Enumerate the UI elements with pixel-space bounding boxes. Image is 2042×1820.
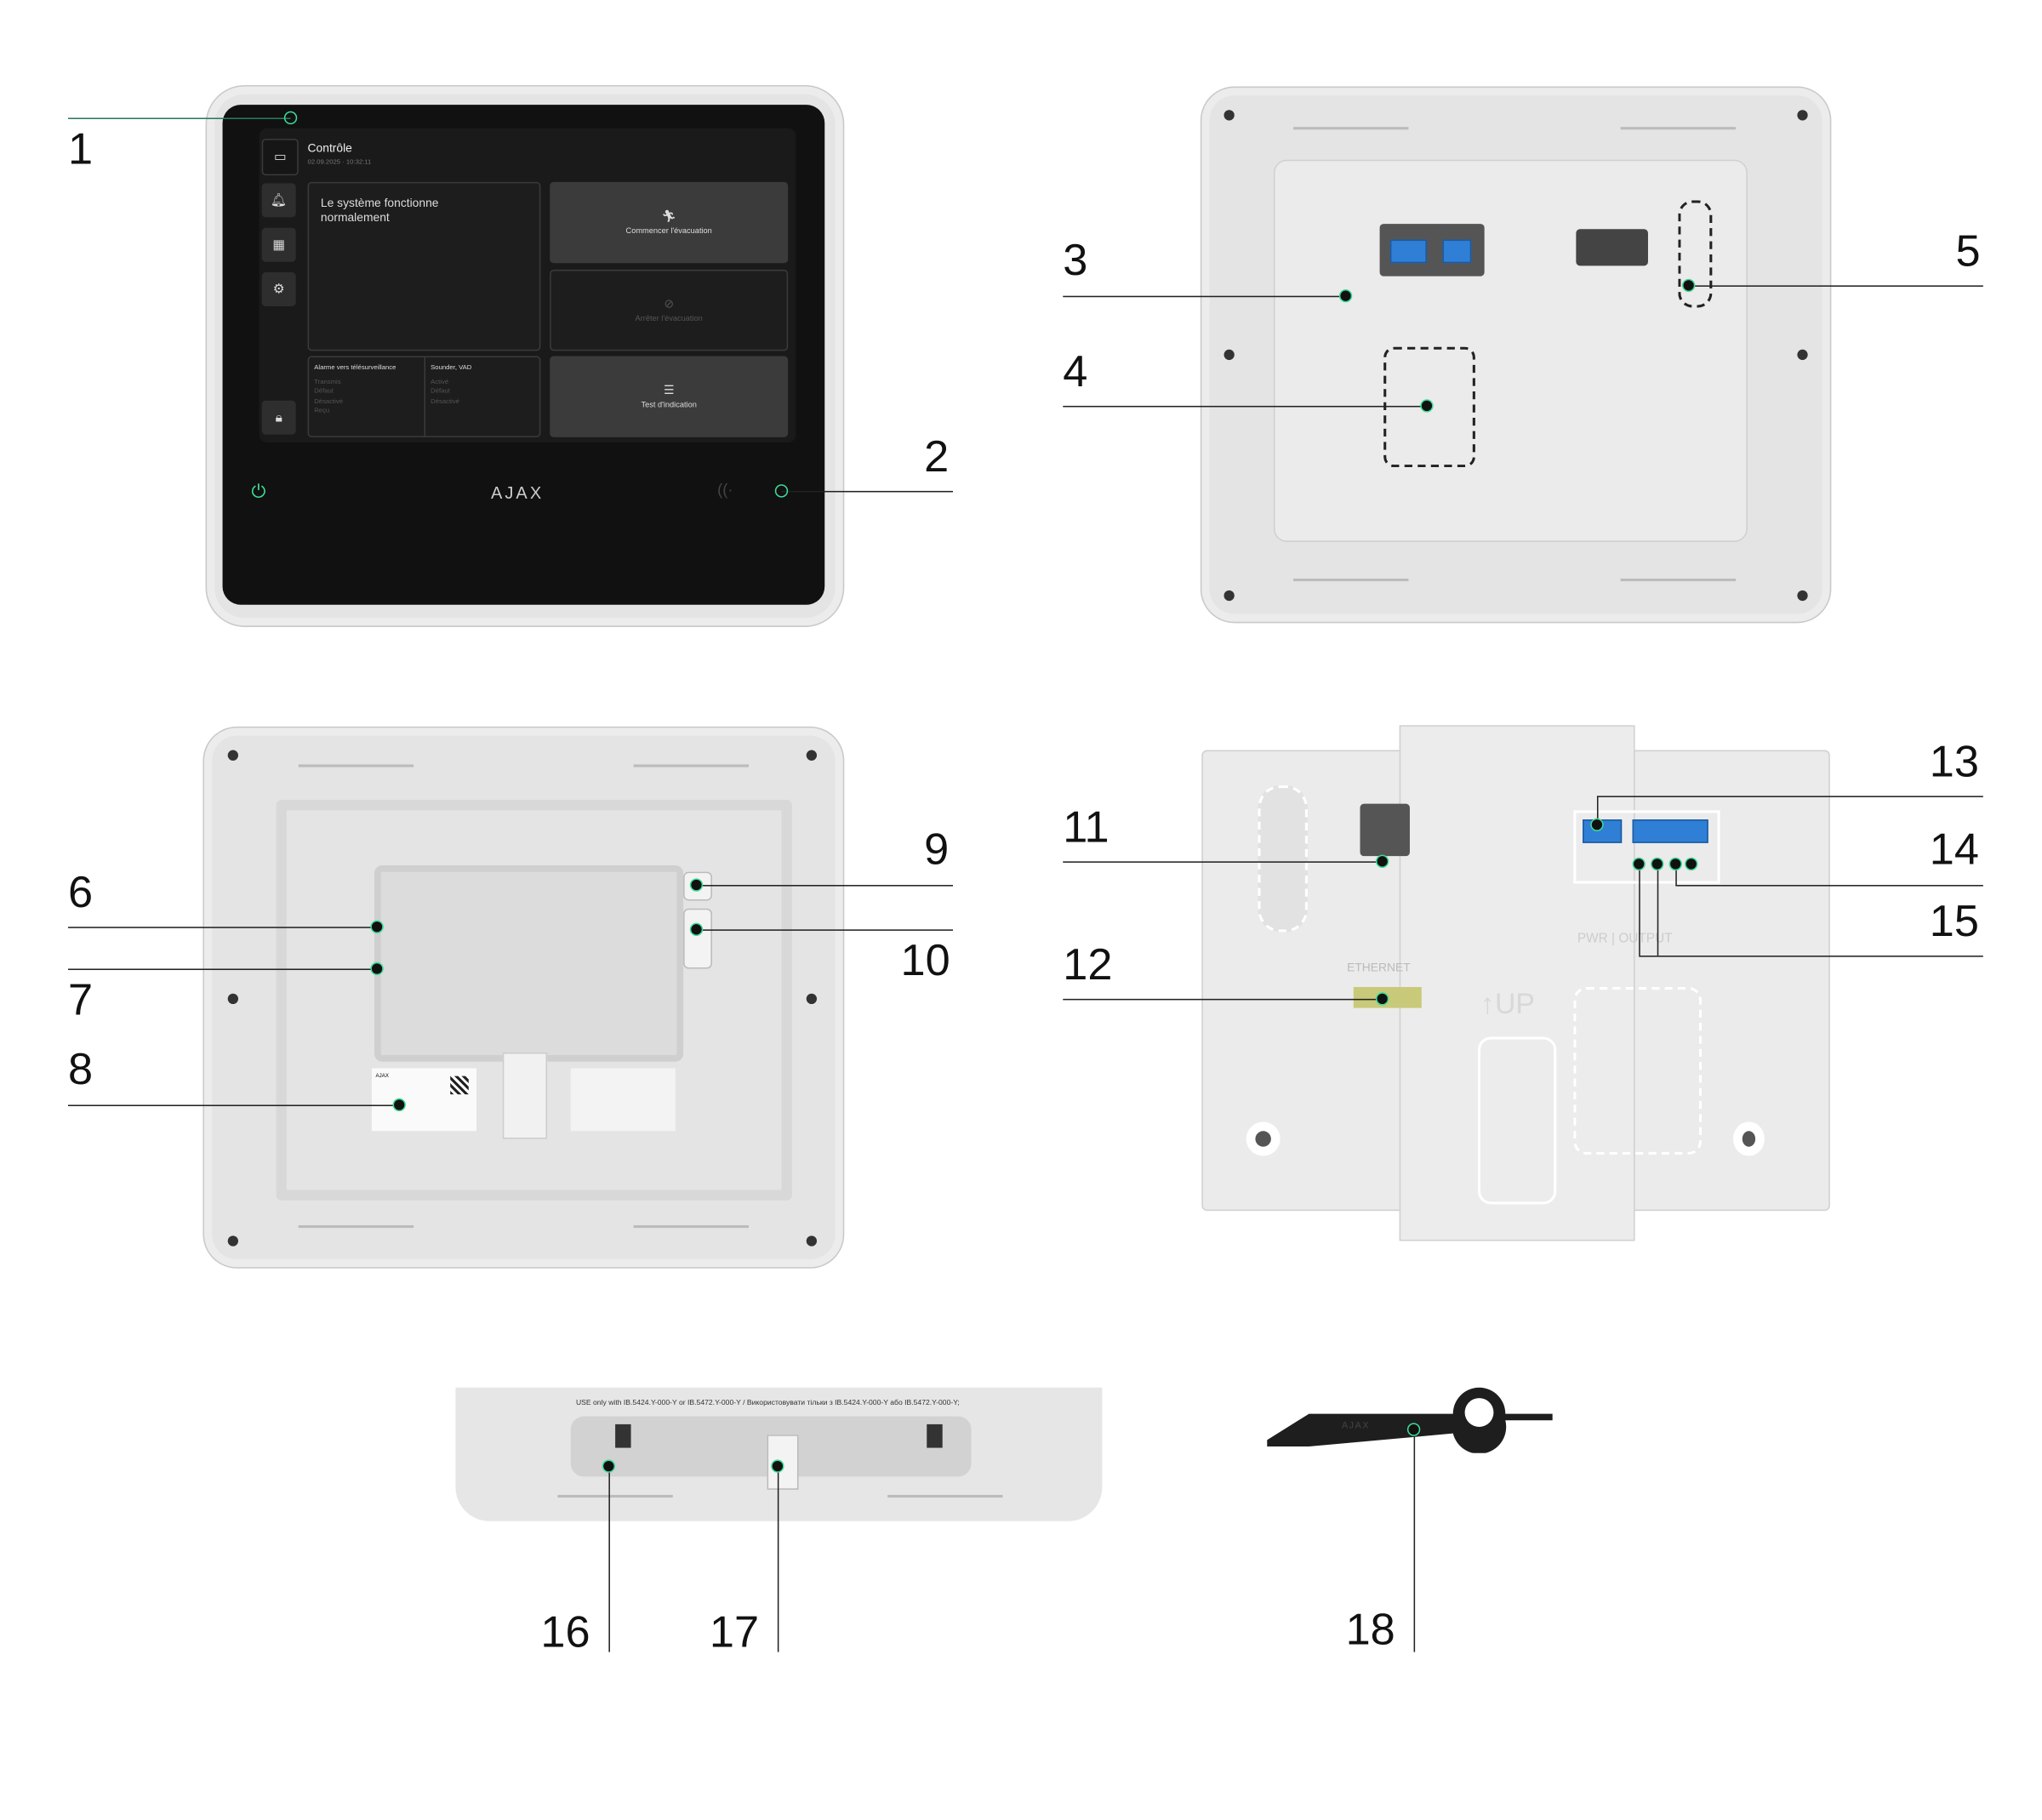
compatibility-label: USE only with IB.5424.Y-000-Y or IB.5472… — [575, 1399, 960, 1407]
power-icon[interactable]: ⏻ — [251, 480, 266, 502]
callout-8: 8 — [68, 1044, 94, 1095]
keypad-back: AJAX — [202, 726, 845, 1269]
nfc-reader-icon: ((· — [717, 480, 733, 499]
callout-12: 12 — [1063, 939, 1113, 990]
panel-icon[interactable]: ▭ — [261, 139, 299, 176]
callout-7: 7 — [68, 975, 94, 1025]
tool-brand: AJAX — [1341, 1421, 1371, 1431]
screen-datetime: 02.09.2025 · 10:32:11 — [307, 158, 372, 167]
output-terminal — [1632, 819, 1708, 843]
ethernet-port — [1360, 803, 1410, 857]
indication-test-button[interactable]: ☰ Test d'indication — [550, 356, 789, 437]
monitoring-header: Alarme vers télésurveillance — [314, 363, 396, 372]
callout-6: 6 — [68, 868, 94, 918]
tamper-10 — [683, 908, 712, 969]
callout-4: 4 — [1063, 346, 1088, 397]
keypad-back-mounted — [1200, 86, 1832, 624]
callout-5: 5 — [1955, 226, 1981, 277]
monitoring-item: Transmis — [314, 378, 341, 386]
screen-title: Contrôle — [307, 141, 352, 155]
brand-logo: AJAX — [490, 482, 545, 503]
keypad-front: ▭ Contrôle 02.09.2025 · 10:32:11 🔔︎ ▦ ⚙ … — [205, 85, 845, 627]
screen-ui: ▭ Contrôle 02.09.2025 · 10:32:11 🔔︎ ▦ ⚙ … — [259, 128, 796, 443]
status-message: Le système fonctionne normalement — [320, 196, 439, 224]
grid-icon[interactable]: ▦ — [261, 227, 296, 262]
callout-15: 15 — [1929, 896, 1979, 947]
stop-evacuation-button[interactable]: ⊘ Arrêter l'évacuation — [550, 269, 789, 351]
sounder-item: Défaut — [431, 387, 450, 397]
tamper-9 — [683, 871, 712, 901]
sounder-item: Activé — [431, 378, 449, 386]
stop-evacuation-label: Arrêter l'évacuation — [635, 315, 703, 324]
lock-icon[interactable]: 🔒︎ — [261, 400, 296, 435]
gear-icon[interactable]: ⚙ — [261, 272, 296, 307]
battery-compartment — [374, 864, 684, 1062]
callout-3: 3 — [1063, 235, 1088, 286]
bell-icon[interactable]: 🔔︎ — [261, 183, 296, 218]
prohibited-icon: ⊘ — [664, 297, 674, 311]
callout-11: 11 — [1063, 802, 1109, 853]
callout-10: 10 — [900, 936, 950, 986]
start-evacuation-button[interactable]: 🏃︎ Commencer l'évacuation — [550, 181, 789, 264]
running-person-icon: 🏃︎ — [661, 209, 676, 223]
qr-sticker: AJAX — [371, 1068, 477, 1132]
release-tool — [1267, 1387, 1553, 1453]
smartbracket-plate: ETHERNET ↑UP PWR | OUTPUT — [1201, 725, 1830, 1241]
callout-9: 9 — [924, 824, 950, 875]
sounder-header: Sounder, VAD — [431, 363, 472, 372]
callout-18: 18 — [1345, 1605, 1395, 1655]
touchscreen: ▭ Contrôle 02.09.2025 · 10:32:11 🔔︎ ▦ ⚙ … — [222, 105, 825, 605]
callout-17: 17 — [709, 1607, 760, 1657]
up-label: ↑UP — [1480, 987, 1535, 1020]
callout-13: 13 — [1929, 737, 1979, 787]
sounder-item: Désactivé — [431, 397, 459, 406]
indication-test-label: Test d'indication — [641, 402, 697, 410]
monitoring-item: Reçu — [314, 407, 330, 415]
mounting-plate — [1273, 159, 1748, 542]
ethernet-label: ETHERNET — [1347, 961, 1411, 974]
sticker-brand: AJAX — [375, 1072, 389, 1079]
monitoring-item: Défaut — [314, 387, 334, 397]
monitoring-item: Désactivé — [314, 397, 344, 406]
start-evacuation-label: Commencer l'évacuation — [625, 227, 712, 236]
status-card: Le système fonctionne normalement — [307, 181, 541, 351]
callout-1: 1 — [68, 124, 94, 174]
callout-14: 14 — [1929, 824, 1979, 875]
checklist-icon: ☰ — [663, 383, 675, 397]
pwr-output-label: PWR | OUTPUT — [1577, 932, 1673, 947]
callout-16: 16 — [540, 1607, 590, 1657]
callout-2: 2 — [924, 431, 950, 482]
monitoring-card: Alarme vers télésurveillance Transmis Dé… — [307, 356, 541, 437]
